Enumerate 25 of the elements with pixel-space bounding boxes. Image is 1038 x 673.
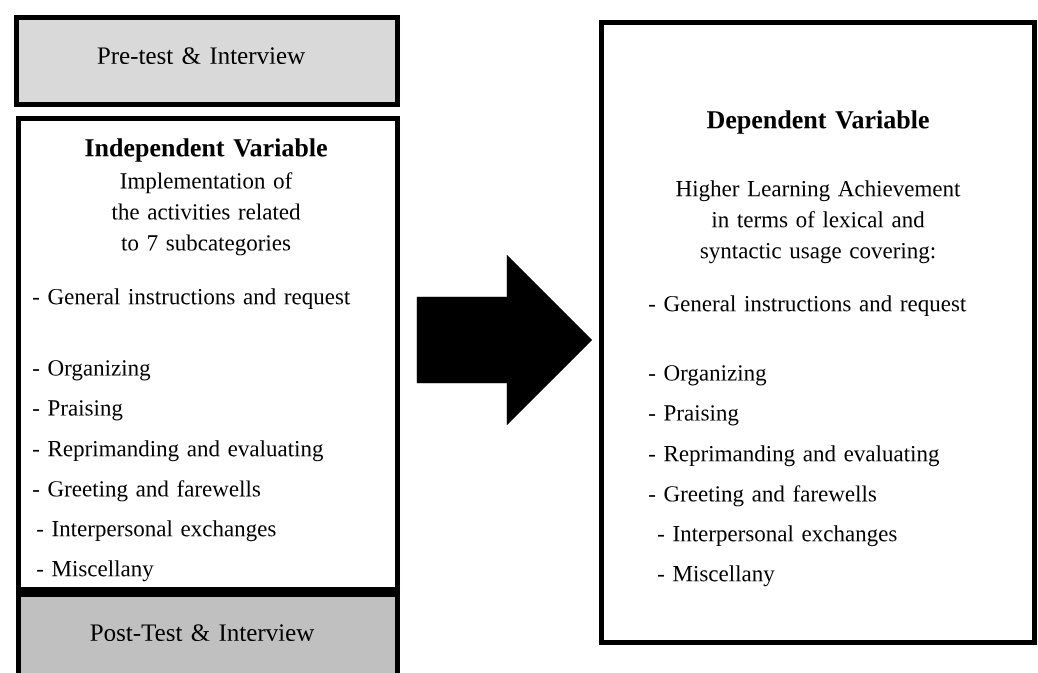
list-item: - Praising xyxy=(33,400,123,421)
list-item: - Organizing xyxy=(649,365,767,386)
list-item: - Interpersonal exchanges xyxy=(658,525,897,547)
list-item: - General instructions and request xyxy=(33,288,351,310)
description: Implementation of the activities related to 7 subcategories xyxy=(111,172,301,256)
list-item: - Greeting and farewells xyxy=(33,480,260,502)
list-item: - Reprimanding and evaluating xyxy=(649,445,940,467)
list-item: - Reprimanding and evaluating xyxy=(33,440,324,462)
list-item: - Praising xyxy=(649,405,739,426)
variable-box xyxy=(16,116,400,592)
stage-box xyxy=(14,15,400,107)
variable-box xyxy=(599,20,1037,645)
list-item: - Organizing xyxy=(33,360,151,381)
heading: Independent Variable xyxy=(85,138,327,162)
stage-label: Post-Test & Interview xyxy=(90,624,315,642)
stage-box xyxy=(16,592,400,673)
list-item: - General instructions and request xyxy=(649,295,967,317)
list-item: - Miscellany xyxy=(37,560,154,582)
list-item: - Interpersonal exchanges xyxy=(37,520,276,542)
stage-label: Pre-test & Interview xyxy=(97,47,306,65)
block-arrow xyxy=(416,254,593,426)
list-item: - Miscellany xyxy=(658,565,775,587)
heading: Dependent Variable xyxy=(707,110,929,134)
description: Higher Learning Achievement in terms of lexical and syntactic usage covering: xyxy=(676,180,961,264)
list-item: - Greeting and farewells xyxy=(649,485,876,507)
